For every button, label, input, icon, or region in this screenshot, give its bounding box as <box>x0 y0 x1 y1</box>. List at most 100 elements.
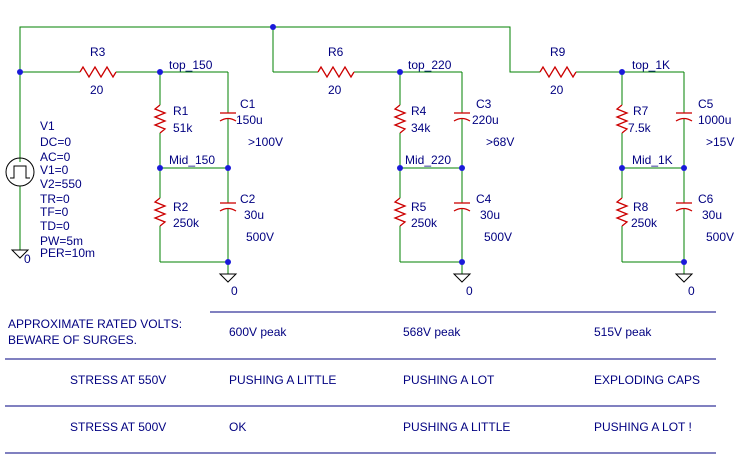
table-cell: PUSHING A LITTLE <box>229 373 336 387</box>
capacitor-rating: 500V <box>484 230 512 244</box>
capacitor-c3 <box>453 112 471 122</box>
capacitor-value: 30u <box>702 208 722 222</box>
capacitor-value: 1000u <box>698 113 731 127</box>
wires <box>19 26 685 274</box>
resistor-name: R6 <box>328 45 344 59</box>
ground-label: 0 <box>466 284 473 298</box>
table-cell: 515V peak <box>594 325 652 339</box>
pulse-source-v1 <box>5 157 35 187</box>
ground-label: 0 <box>231 284 238 298</box>
capacitor-value: 150u <box>236 113 263 127</box>
table-cell: 568V peak <box>403 325 461 339</box>
source-name: V1 <box>40 119 55 133</box>
capacitor-value: 30u <box>480 208 500 222</box>
junction-dot <box>459 165 465 171</box>
resistor-name: R4 <box>411 104 427 118</box>
net-label: Mid_1K <box>632 153 673 167</box>
source-param: TF=0 <box>40 205 69 219</box>
junction-dot <box>17 69 23 75</box>
resistor-value: 250k <box>631 216 658 230</box>
resistor-r5 <box>393 197 407 227</box>
junction-dot <box>157 165 163 171</box>
junction-dot <box>619 69 625 75</box>
table-cell: PUSHING A LITTLE <box>403 420 510 434</box>
resistor-name: R2 <box>173 200 189 214</box>
table-cell: 600V peak <box>229 325 287 339</box>
capacitor-rating: >15V <box>706 135 734 149</box>
resistor-value: 51k <box>173 121 193 135</box>
resistor-name: R3 <box>90 45 106 59</box>
source-param: AC=0 <box>40 150 71 164</box>
capacitor-name: C1 <box>240 97 256 111</box>
net-label: top_150 <box>169 58 213 72</box>
resistor-value: 20 <box>90 83 104 97</box>
capacitor-c1 <box>219 112 237 122</box>
resistor-r2 <box>153 197 167 227</box>
ground-symbol-source <box>10 249 30 259</box>
capacitor-name: C2 <box>240 192 256 206</box>
resistor-r9 <box>539 65 577 79</box>
table-cell: OK <box>229 420 246 434</box>
source-param: V2=550 <box>40 177 82 191</box>
capacitor-rating: >100V <box>248 135 283 149</box>
capacitor-name: C6 <box>698 192 714 206</box>
source-param: PER=10m <box>40 246 95 260</box>
resistor-r1 <box>153 104 167 134</box>
resistor-value: 7.5k <box>628 121 652 135</box>
capacitor-rating: 500V <box>706 230 734 244</box>
source-param: DC=0 <box>40 135 71 149</box>
ground-symbol-stage1 <box>218 273 238 283</box>
resistor-value: 250k <box>173 216 200 230</box>
ground-symbol-stage2 <box>452 273 472 283</box>
ground-label: 0 <box>24 252 31 266</box>
resistor-r4 <box>393 104 407 134</box>
resistor-name: R7 <box>633 104 649 118</box>
row-label: APPROXIMATE RATED VOLTS: <box>8 317 182 331</box>
junction-dot <box>157 69 163 75</box>
junction-dot <box>681 165 687 171</box>
table-cell: PUSHING A LOT <box>403 373 495 387</box>
stress-table: APPROXIMATE RATED VOLTS: BEWARE OF SURGE… <box>5 311 716 454</box>
resistor-name: R8 <box>633 200 649 214</box>
resistor-r8 <box>615 197 629 227</box>
resistor-r7 <box>615 104 629 134</box>
junction-dot <box>681 259 687 265</box>
net-label: Mid_150 <box>169 153 215 167</box>
capacitor-value: 30u <box>244 208 264 222</box>
capacitor-c6 <box>675 202 693 212</box>
junction-dot <box>397 165 403 171</box>
resistor-value: 20 <box>328 83 342 97</box>
junction-dot <box>225 259 231 265</box>
table-cell: EXPLODING CAPS <box>594 373 700 387</box>
ground-label: 0 <box>688 284 695 298</box>
junction-dot <box>619 165 625 171</box>
row-label: STRESS AT 550V <box>70 373 166 387</box>
junction-dot <box>225 165 231 171</box>
resistor-r6 <box>317 65 355 79</box>
capacitor-c5 <box>675 112 693 122</box>
capacitor-c4 <box>453 202 471 212</box>
resistor-value: 250k <box>411 216 438 230</box>
net-label: Mid_220 <box>405 153 451 167</box>
capacitor-rating: 500V <box>246 230 274 244</box>
capacitor-name: C3 <box>476 97 492 111</box>
junction-dot <box>459 259 465 265</box>
resistor-name: R1 <box>173 104 189 118</box>
capacitor-value: 220u <box>472 113 499 127</box>
junction-dot <box>270 24 276 30</box>
resistor-name: R9 <box>550 45 566 59</box>
table-cell: PUSHING A LOT ! <box>594 420 692 434</box>
resistor-r3 <box>79 65 117 79</box>
row-label: STRESS AT 500V <box>70 420 166 434</box>
source-param: PW=5m <box>40 234 83 248</box>
capacitor-rating: >68V <box>486 135 514 149</box>
capacitor-c2 <box>219 202 237 212</box>
resistor-value: 34k <box>411 121 431 135</box>
junction-dot <box>397 69 403 75</box>
ground-symbol-stage3 <box>674 273 694 283</box>
row-label: BEWARE OF SURGES. <box>8 333 137 347</box>
source-param: TD=0 <box>40 219 70 233</box>
source-param: TR=0 <box>40 192 70 206</box>
source-param: V1=0 <box>40 163 69 177</box>
